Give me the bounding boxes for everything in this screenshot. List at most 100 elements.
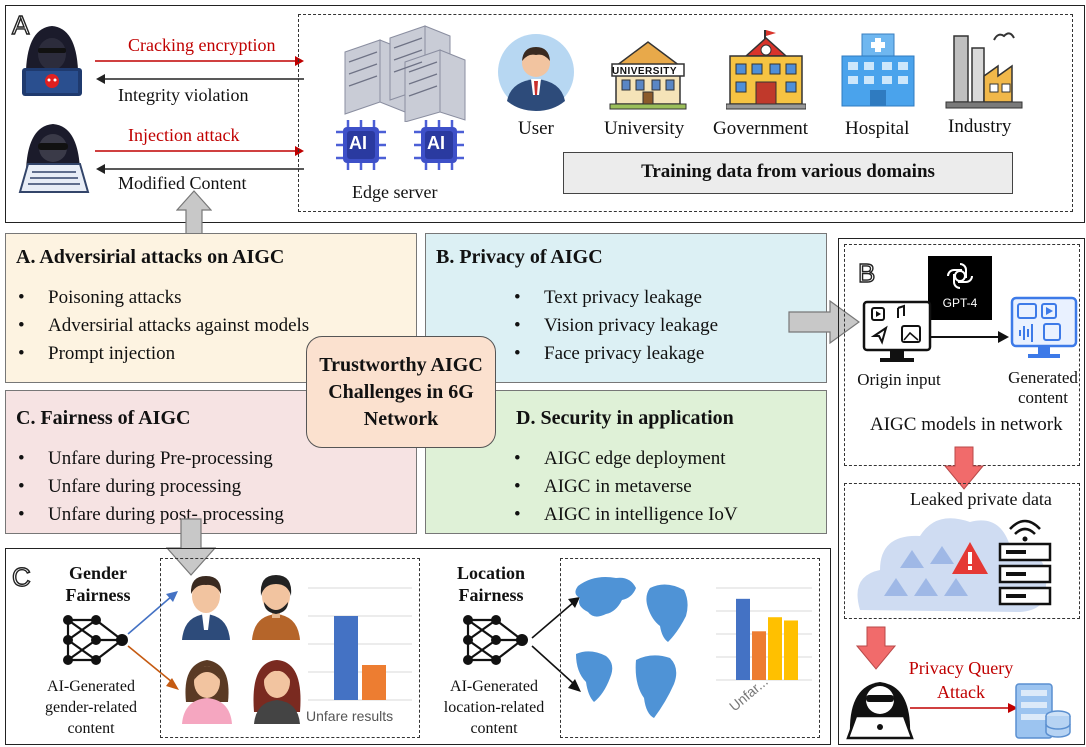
world-map-icon bbox=[575, 577, 688, 718]
server-rack-icon bbox=[344, 25, 466, 122]
location-content-box bbox=[560, 558, 820, 738]
challenge-d-item: AIGC edge deployment bbox=[512, 445, 738, 473]
arrow-orange bbox=[127, 645, 179, 690]
challenge-d-item: AIGC in metaverse bbox=[512, 473, 738, 501]
gender-fairness-title: Gender Fairness bbox=[65, 563, 131, 605]
attack-label-cracking: Cracking encryption bbox=[128, 35, 276, 55]
privacy-query-attack-label: Privacy Query Attack bbox=[908, 658, 1014, 702]
edge-server-label: Edge server bbox=[352, 182, 438, 202]
arrow-gpt-to-output bbox=[930, 331, 1009, 343]
attack-back-modified: Modified Content bbox=[118, 173, 247, 193]
challenge-c-item: Unfare during post- processing bbox=[16, 501, 284, 529]
male-avatar-icon-2 bbox=[252, 575, 300, 640]
panel-a-letter: A bbox=[11, 9, 30, 40]
arrow-right-red-3 bbox=[910, 703, 1018, 713]
panel-a bbox=[5, 5, 1085, 223]
domain-label-industry: Industry bbox=[948, 116, 1012, 137]
challenge-a-title: A. Adversirial attacks on AIGC bbox=[16, 246, 285, 268]
chart-bar bbox=[784, 620, 798, 680]
female-avatar-icon-2 bbox=[253, 660, 301, 724]
chart-bar bbox=[752, 631, 766, 680]
origin-input-label: Origin input bbox=[857, 370, 941, 389]
university-sign: UNIVERSITY bbox=[612, 66, 678, 77]
female-avatar-icon-1 bbox=[182, 660, 232, 724]
panel-c bbox=[5, 548, 831, 745]
generated-content-label: Generated content bbox=[1008, 368, 1078, 407]
panel-b-letter: B bbox=[857, 257, 876, 288]
challenge-c-item: Unfare during Pre-processing bbox=[16, 445, 284, 473]
challenge-b-item: Vision privacy leakage bbox=[512, 312, 718, 340]
domain-label-university: University bbox=[604, 118, 685, 139]
hospital-building-icon bbox=[841, 33, 915, 107]
challenge-b-item: Text privacy leakage bbox=[512, 284, 718, 312]
location-fairness-title: Location Fairness bbox=[456, 563, 525, 605]
database-server-icon bbox=[1015, 683, 1071, 739]
challenge-c-title: C. Fairness of AIGC bbox=[16, 407, 191, 429]
industry-factory-icon bbox=[945, 32, 1023, 109]
edge-domain-box bbox=[298, 14, 1073, 212]
hacker-skull-icon bbox=[22, 26, 82, 96]
chart-bar bbox=[736, 598, 750, 680]
hacker-laptop-icon bbox=[18, 124, 90, 193]
monitor-input-icon bbox=[862, 300, 932, 362]
challenge-b-title: B. Privacy of AIGC bbox=[436, 246, 603, 268]
arrow-blue bbox=[127, 591, 178, 635]
attack-label-injection: Injection attack bbox=[128, 125, 240, 145]
challenge-a-item: Adversirial attacks against models bbox=[16, 312, 309, 340]
gender-content-box bbox=[160, 558, 420, 738]
domain-label-hospital: Hospital bbox=[845, 118, 910, 139]
training-data-label: Training data from various domains bbox=[641, 161, 935, 182]
male-avatar-icon-1 bbox=[182, 576, 230, 640]
challenge-b-item: Face privacy leakage bbox=[512, 340, 718, 368]
cloud-network-icon bbox=[857, 518, 1052, 612]
attack-back-integrity: Integrity violation bbox=[118, 85, 249, 105]
leaked-data-label: Leaked private data bbox=[910, 489, 1052, 509]
challenge-d-item: AIGC in intelligence IoV bbox=[512, 501, 738, 529]
chart-bar bbox=[768, 617, 782, 680]
gender-result-label: Unfare results bbox=[306, 708, 394, 724]
leaked-data-box bbox=[844, 483, 1080, 619]
arrow-down-pink-icon-1 bbox=[944, 446, 984, 490]
challenge-a-panel: A. Adversirial attacks on AIGC Poisoning… bbox=[5, 233, 417, 383]
gender-caption: AI-Generated gender-related content bbox=[44, 678, 138, 737]
challenge-a-item: Poisoning attacks bbox=[16, 284, 309, 312]
center-challenge-title: Trustworthy AIGC Challenges in 6G Networ… bbox=[319, 354, 483, 430]
panel-c-letter: C bbox=[11, 561, 31, 592]
arrow-left-black-2 bbox=[96, 164, 304, 174]
neural-network-icon-2 bbox=[463, 615, 528, 665]
generated-content-icon bbox=[1010, 296, 1078, 358]
gpt4-label: GPT-4 bbox=[942, 296, 978, 310]
domain-label-government: Government bbox=[713, 118, 808, 139]
chart-bar bbox=[334, 616, 358, 700]
location-caption: AI-Generated location-related content bbox=[443, 678, 545, 737]
training-data-box bbox=[563, 152, 1013, 194]
government-building-icon bbox=[726, 30, 806, 110]
center-challenge-box bbox=[306, 336, 496, 448]
panel-b bbox=[838, 238, 1085, 745]
challenge-c-item: Unfare during processing bbox=[16, 473, 284, 501]
challenge-d-panel: D. Security in application AIGC edge dep… bbox=[425, 390, 827, 534]
neural-network-icon-1 bbox=[63, 615, 128, 665]
ai-chip-icon-2: AI bbox=[412, 118, 466, 172]
university-building-icon bbox=[609, 41, 687, 110]
chart-bar bbox=[362, 665, 386, 700]
aigc-models-label: AIGC models in network bbox=[870, 414, 1063, 435]
user-avatar-icon bbox=[498, 34, 574, 111]
arrow-black-down bbox=[531, 645, 581, 692]
gender-bar-chart bbox=[308, 587, 412, 701]
domain-label-user: User bbox=[518, 118, 554, 139]
ai-chip-label-1: AI bbox=[349, 133, 367, 153]
challenge-a-item: Prompt injection bbox=[16, 340, 309, 368]
arrow-left-black-1 bbox=[96, 74, 304, 84]
hacker-attacker-icon bbox=[846, 682, 914, 740]
arrow-right-red-1 bbox=[95, 56, 304, 66]
arrow-right-red-2 bbox=[95, 146, 304, 156]
ai-chip-label-2: AI bbox=[427, 133, 445, 153]
ai-chip-icon-1: AI bbox=[334, 118, 388, 172]
location-bar-chart bbox=[716, 587, 812, 681]
openai-logo-icon bbox=[947, 263, 973, 289]
arrow-black-up bbox=[531, 597, 580, 639]
challenge-b-panel: B. Privacy of AIGC Text privacy leakage … bbox=[425, 233, 827, 383]
arrow-down-pink-icon-2 bbox=[856, 626, 896, 670]
challenge-d-title: D. Security in application bbox=[516, 407, 734, 429]
